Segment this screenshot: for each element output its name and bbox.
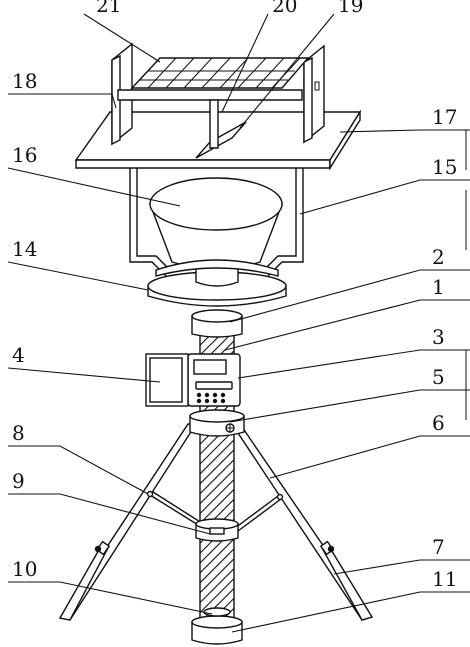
solar-panel bbox=[130, 57, 310, 89]
frame-latch-icon bbox=[314, 81, 320, 91]
label-4: 4 bbox=[12, 343, 25, 367]
label-21: 21 bbox=[96, 0, 121, 17]
label-14: 14 bbox=[12, 237, 37, 261]
label-20: 20 bbox=[272, 0, 297, 17]
label-19: 19 bbox=[338, 0, 363, 17]
label-7: 7 bbox=[432, 535, 445, 559]
label-15: 15 bbox=[432, 155, 457, 179]
label-10: 10 bbox=[12, 557, 37, 581]
label-8: 8 bbox=[12, 421, 25, 445]
label-6: 6 bbox=[432, 411, 445, 435]
label-18: 18 bbox=[12, 69, 37, 93]
right-leg-knob-icon bbox=[327, 545, 335, 553]
label-16: 16 bbox=[12, 143, 37, 167]
label-17: 17 bbox=[432, 105, 457, 129]
solar-frame bbox=[111, 42, 325, 149]
side-panel bbox=[145, 353, 189, 407]
label-11: 11 bbox=[432, 567, 457, 591]
label-9: 9 bbox=[12, 469, 25, 493]
left-leg-knob-icon bbox=[94, 545, 102, 553]
middle-collar bbox=[195, 518, 239, 542]
tripod-legs bbox=[58, 423, 374, 621]
reference-numerals: 21 20 19 18 17 16 15 14 2 1 3 4 5 8 6 9 … bbox=[12, 0, 457, 591]
upper-collar bbox=[189, 409, 245, 437]
label-1: 1 bbox=[432, 275, 445, 299]
keypad-icon bbox=[195, 381, 233, 404]
leader-lines bbox=[7, 13, 470, 633]
label-3: 3 bbox=[432, 325, 445, 349]
control-box bbox=[187, 353, 241, 407]
bowl bbox=[148, 177, 284, 287]
label-2: 2 bbox=[432, 245, 445, 269]
pole-cap bbox=[191, 309, 243, 338]
label-5: 5 bbox=[432, 365, 445, 389]
